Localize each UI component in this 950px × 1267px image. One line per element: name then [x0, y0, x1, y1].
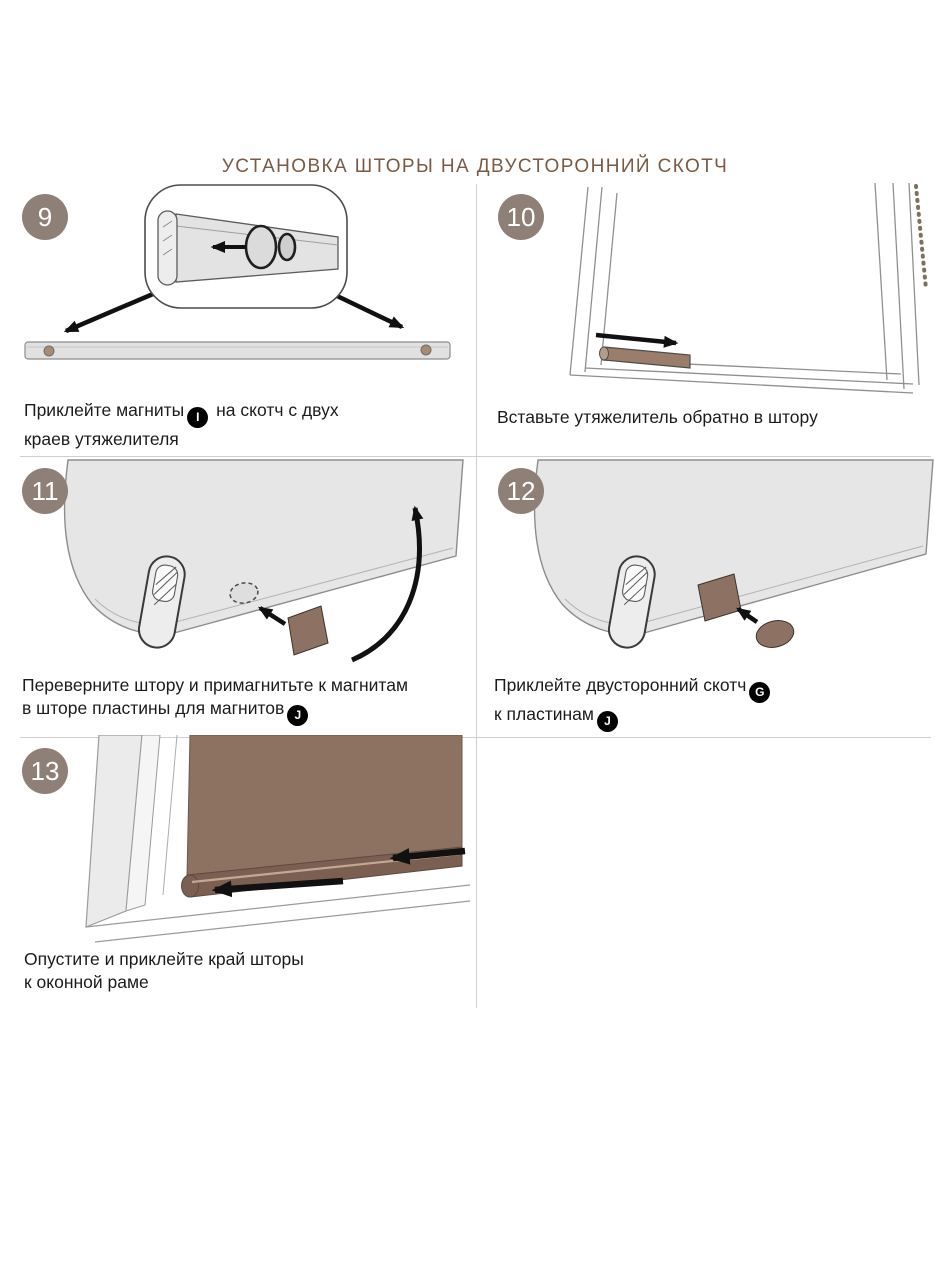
caption-text: к оконной раме: [24, 972, 149, 992]
part-badge-i: I: [187, 407, 209, 428]
step-9-number-badge: 9: [22, 194, 68, 240]
part-badge-j: J: [596, 711, 618, 732]
weight-bar-end: [607, 555, 656, 649]
window-frame: [85, 735, 470, 943]
divider-row2: [20, 737, 931, 738]
caption-text: краев утяжелителя: [24, 429, 179, 449]
weight-bar-end: [137, 555, 186, 649]
step-12-number-badge: 12: [498, 468, 544, 514]
step-13-caption: Опустите и приклейте край шторы к оконно…: [24, 948, 454, 994]
magnet-dot-left: [43, 345, 55, 357]
magnet-dot-right: [420, 344, 432, 356]
window-frame: [569, 183, 920, 394]
step-10-illustration: [569, 183, 928, 394]
attach-arrow: [257, 606, 287, 626]
magnet-pair: [244, 224, 297, 270]
weight-bar: [24, 341, 451, 360]
callout-arrows: [63, 288, 405, 334]
caption-text: Переверните штору и примагнитьте к магни…: [22, 675, 409, 695]
curtain-panel: [181, 735, 463, 898]
step-11-illustration: [63, 459, 464, 663]
flip-arrow: [351, 505, 424, 663]
tape-disc: [755, 620, 795, 648]
pull-arrow-lower: [211, 877, 344, 898]
caption-text: Опустите и приклейте край шторы: [24, 949, 304, 969]
step-10-number-badge: 10: [498, 194, 544, 240]
part-badge-g: G: [749, 682, 771, 703]
magnet-plate: [287, 605, 329, 656]
step-12-illustration: [533, 459, 934, 649]
step-11-number-badge: 11: [22, 468, 68, 514]
divider-vertical: [476, 184, 477, 1008]
caption-text: Приклейте двусторонний скотч: [494, 675, 747, 695]
part-badge-j: J: [287, 705, 309, 726]
chain: [914, 184, 928, 291]
caption-text: на скотч с двух: [216, 400, 339, 420]
caption-text: Вставьте утяжелитель обратно в штору: [497, 407, 818, 427]
caption-text: к пластинам: [494, 704, 594, 724]
caption-text: в шторе пластины для магнитов: [22, 698, 285, 718]
step-13-illustration: [85, 735, 470, 943]
zoom-bubble: [144, 184, 348, 309]
pull-arrow-upper: [389, 847, 466, 865]
step-9-illustration: [24, 184, 451, 360]
caption-text: Приклейте магниты: [24, 400, 185, 420]
attach-arrow: [736, 607, 759, 624]
step-10-caption: Вставьте утяжелитель обратно в штору: [497, 406, 932, 429]
insert-arrow: [595, 332, 679, 348]
page-title: УСТАНОВКА ШТОРЫ НА ДВУСТОРОННИЙ СКОТЧ: [221, 156, 729, 177]
step-11-caption: Переверните штору и примагнитьте к магни…: [22, 674, 470, 726]
divider-row1: [20, 456, 931, 457]
step-13-number-badge: 13: [22, 748, 68, 794]
weight-bar: [599, 346, 691, 369]
